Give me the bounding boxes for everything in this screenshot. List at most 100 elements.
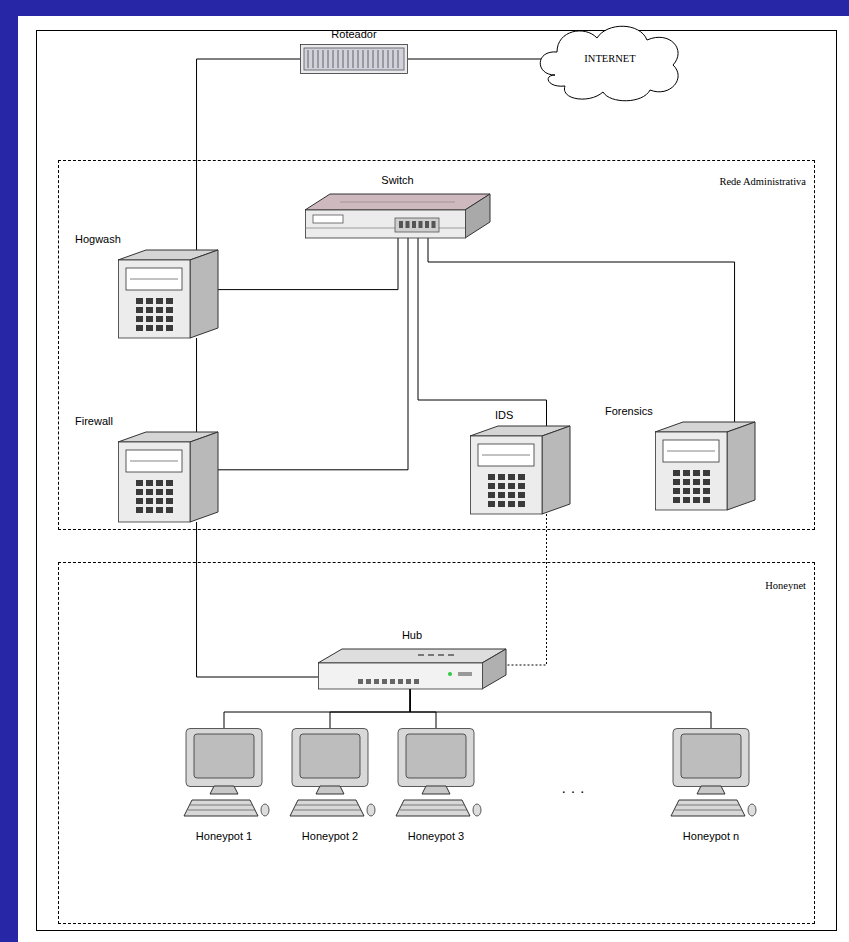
device-label: Honeypot n — [683, 830, 739, 843]
icon-line — [677, 805, 739, 806]
tower-button — [156, 316, 163, 322]
tower-button — [136, 316, 143, 322]
tower-front — [471, 436, 543, 514]
tower-side — [727, 422, 755, 510]
tower-button — [146, 489, 153, 495]
switch-port — [432, 221, 436, 228]
icon-line — [400, 810, 467, 811]
device-label: IDS — [495, 409, 513, 422]
switch-panel — [313, 215, 343, 223]
tower-bay — [126, 450, 182, 472]
hub-port — [390, 679, 395, 684]
tower-side — [190, 250, 218, 338]
tower-button — [508, 474, 515, 480]
hub-slot — [438, 654, 444, 656]
device-label: Switch — [381, 174, 413, 187]
icon-group — [118, 250, 218, 338]
tower-front — [656, 432, 728, 510]
tower-button — [518, 492, 525, 498]
icon-line — [393, 50, 394, 68]
monitor-bezel — [186, 729, 262, 787]
label-block: Honeynet — [765, 579, 806, 592]
server-tower: Forensics — [655, 422, 757, 510]
monitor-stand — [316, 786, 344, 794]
switch-front — [306, 210, 466, 238]
tower-button — [156, 498, 163, 504]
server-tower-drawing — [470, 426, 572, 514]
monitor-screen — [406, 734, 466, 778]
tower-button — [488, 501, 495, 507]
device-label: Forensics — [605, 405, 653, 418]
icon-line — [188, 810, 255, 811]
icon-group — [671, 729, 756, 817]
monitor-screen — [194, 734, 254, 778]
zone-label: Honeynet — [765, 579, 806, 592]
honeypot-pc: Honeypot n — [665, 728, 757, 824]
tower-button — [166, 480, 173, 486]
tower-button — [518, 474, 525, 480]
icon-line — [402, 805, 464, 806]
icon-group — [396, 729, 481, 817]
icon-line — [296, 805, 358, 806]
icon-line — [343, 50, 344, 68]
switch-port — [406, 221, 410, 228]
device-label: INTERNET — [584, 51, 635, 64]
router-icon: Roteador — [300, 44, 408, 74]
device-label: Roteador — [331, 28, 376, 41]
device-label: Honeypot 2 — [302, 830, 358, 843]
tower-button — [673, 497, 680, 503]
router-body — [301, 45, 408, 74]
tower-button — [156, 298, 163, 304]
hub-slot — [448, 654, 454, 656]
icon-group — [470, 426, 570, 514]
icon-line — [328, 50, 329, 68]
icon-line — [306, 228, 466, 229]
tower-button — [683, 488, 690, 494]
internet-cloud: INTERNET — [535, 20, 685, 102]
icon-group — [118, 432, 218, 522]
icon-line — [368, 50, 369, 68]
tower-button — [673, 470, 680, 476]
network-link — [224, 689, 410, 728]
tower-button — [136, 325, 143, 331]
icon-group — [318, 649, 506, 689]
device-label: Honeypot 1 — [196, 830, 252, 843]
honeypot-pc-drawing — [665, 728, 757, 824]
label-block: Hub — [402, 629, 422, 642]
network-link — [218, 238, 398, 290]
keyboard — [184, 800, 258, 816]
tower-button — [166, 307, 173, 313]
tower-side — [542, 426, 570, 514]
hub-port — [366, 679, 371, 684]
zone-label: Rede Administrativa — [719, 175, 806, 188]
tower-button — [498, 474, 505, 480]
icon-line — [675, 810, 742, 811]
icon-line — [190, 805, 252, 806]
tower-button — [683, 479, 690, 485]
network-link — [196, 338, 197, 432]
mouse — [748, 804, 756, 816]
network-link — [410, 689, 711, 728]
network-link — [197, 59, 300, 250]
monitor-stand — [422, 786, 450, 794]
tower-button — [703, 479, 710, 485]
icon-line — [130, 461, 178, 462]
hub-slot — [428, 654, 434, 656]
hub-port — [414, 679, 419, 684]
tower-button — [488, 474, 495, 480]
honeypot-pc: Honeypot 3 — [390, 728, 482, 824]
tower-button — [488, 483, 495, 489]
icon-line — [323, 50, 324, 68]
hub-port — [398, 679, 403, 684]
label-block: IDS — [495, 409, 513, 422]
network-zone: Rede AdministrativaSwitchHogwashFirewall… — [58, 160, 815, 530]
tower-bay — [663, 440, 719, 462]
tower-button — [136, 489, 143, 495]
tower-button — [518, 483, 525, 489]
monitor-stand — [697, 786, 725, 794]
label-block: Honeypot 3 — [408, 830, 464, 843]
honeypot-pc-drawing — [284, 728, 376, 824]
tower-button — [146, 298, 153, 304]
network-link — [330, 689, 410, 728]
network-zone: HoneynetHubHoneypot 1 Honeypot 2 Honeypot … — [58, 562, 815, 924]
